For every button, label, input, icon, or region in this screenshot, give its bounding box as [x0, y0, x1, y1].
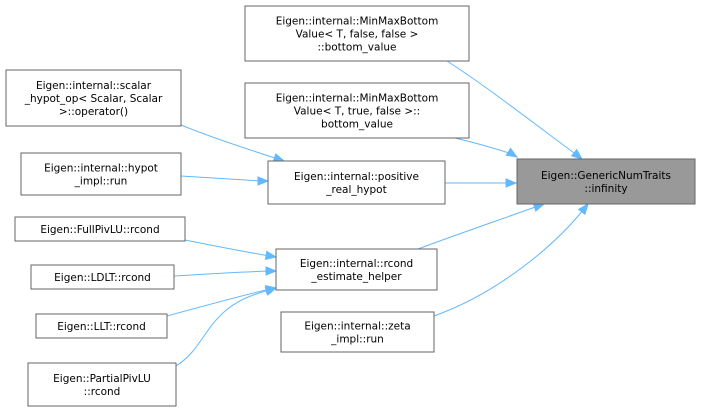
arrowhead	[570, 148, 584, 160]
node-box	[27, 362, 177, 407]
node-label-line: bottom_value	[321, 119, 393, 131]
edge-positive_real_hypot-to-infinity	[445, 178, 518, 188]
arrowhead	[577, 202, 589, 216]
edge-line	[166, 288, 271, 317]
node-box	[20, 152, 182, 196]
node-label-line: Eigen::internal::MinMaxBottom	[276, 93, 439, 105]
node-box	[35, 313, 168, 339]
node-label-line: Eigen::internal::MinMaxBottom	[276, 16, 439, 28]
node-label-line: Eigen::internal::hypot	[44, 163, 158, 175]
arrowhead	[272, 153, 286, 163]
edge-partialpivlu-to-rcond_helper	[175, 286, 278, 367]
edge-line	[417, 205, 539, 250]
edge-line	[180, 175, 263, 182]
node-positive-real-hypot[interactable]: Eigen::internal::positive_real_hypot	[267, 160, 446, 205]
edge-llt-to-rcond_helper	[166, 285, 278, 317]
edge-line	[180, 124, 279, 160]
edges-layer	[166, 60, 589, 367]
node-label-line: ::rcond	[84, 386, 121, 398]
arrowhead	[257, 176, 270, 186]
node-label-line: Eigen::FullPivLU::rcond	[40, 224, 159, 236]
arrowhead	[505, 178, 518, 188]
node-box	[267, 160, 446, 205]
arrowhead	[264, 250, 278, 260]
node-label-line: ::bottom_value	[318, 42, 397, 54]
arrowhead	[532, 202, 546, 212]
node-label-line: Value< T, false, false >	[296, 29, 419, 41]
node-label-line: Eigen::PartialPivLU	[53, 373, 151, 385]
node-label-line: >::operator()	[59, 106, 128, 118]
node-label-line: _estimate_helper	[310, 271, 402, 283]
node-rcond-helper[interactable]: Eigen::internal::rcond_estimate_helper	[275, 248, 438, 291]
node-scalar-hypot[interactable]: Eigen::internal::scalar_hypot_op< Scalar…	[5, 69, 182, 127]
edge-ldlt-to-rcond_helper	[173, 266, 278, 277]
arrowhead	[265, 266, 278, 276]
node-label-line: _hypot_op< Scalar, Scalar	[24, 93, 163, 105]
node-box	[244, 82, 470, 139]
node-box	[5, 69, 182, 127]
node-zeta-impl[interactable]: Eigen::internal::zeta_impl::run	[280, 311, 435, 353]
node-box	[280, 311, 435, 353]
edge-minmax_true-to-infinity	[454, 137, 519, 158]
node-box	[244, 5, 470, 62]
node-label-line: Eigen::internal::rcond	[300, 258, 413, 270]
node-box	[30, 264, 175, 290]
node-label-line: Value< T, true, false >::	[294, 106, 420, 118]
node-box	[14, 216, 186, 242]
edge-hypot_impl-to-positive_real_hypot	[180, 175, 270, 186]
node-label-line: Eigen::LDLT::rcond	[54, 272, 151, 284]
node-box	[516, 158, 696, 205]
nodes-layer: Eigen::GenericNumTraits::infinityEigen::…	[5, 5, 696, 407]
node-label-line: Eigen::internal::zeta	[304, 321, 410, 333]
node-label-line: _impl::run	[330, 334, 384, 346]
node-label-line: Eigen::GenericNumTraits	[541, 170, 671, 182]
edge-line	[446, 60, 578, 156]
node-label-line: Eigen::internal::scalar	[36, 80, 152, 92]
node-label-line: ::infinity	[584, 183, 627, 195]
node-partialpivlu[interactable]: Eigen::PartialPivLU::rcond	[27, 362, 177, 407]
node-llt[interactable]: Eigen::LLT::rcond	[35, 313, 168, 339]
arrowhead	[264, 286, 278, 296]
node-infinity[interactable]: Eigen::GenericNumTraits::infinity	[516, 158, 696, 205]
edge-minmax_false-to-infinity	[446, 60, 584, 160]
edge-line	[175, 289, 271, 367]
edge-line	[454, 137, 513, 155]
edge-line	[184, 239, 271, 257]
node-label-line: _impl::run	[74, 176, 128, 188]
node-hypot-impl[interactable]: Eigen::internal::hypot_impl::run	[20, 152, 182, 196]
node-box	[275, 248, 438, 291]
edge-line	[433, 208, 585, 317]
node-label-line: Eigen::internal::positive	[294, 171, 419, 183]
node-label-line: Eigen::LLT::rcond	[57, 321, 146, 333]
node-ldlt[interactable]: Eigen::LDLT::rcond	[30, 264, 175, 290]
edge-rcond_helper-to-infinity	[417, 202, 546, 250]
edge-fullpivlu-to-rcond_helper	[184, 239, 278, 260]
arrowhead	[505, 147, 519, 158]
node-label-line: _real_hypot	[325, 184, 386, 196]
node-fullpivlu[interactable]: Eigen::FullPivLU::rcond	[14, 216, 186, 242]
edge-line	[173, 270, 271, 277]
edge-zeta_impl-to-infinity	[433, 202, 589, 317]
